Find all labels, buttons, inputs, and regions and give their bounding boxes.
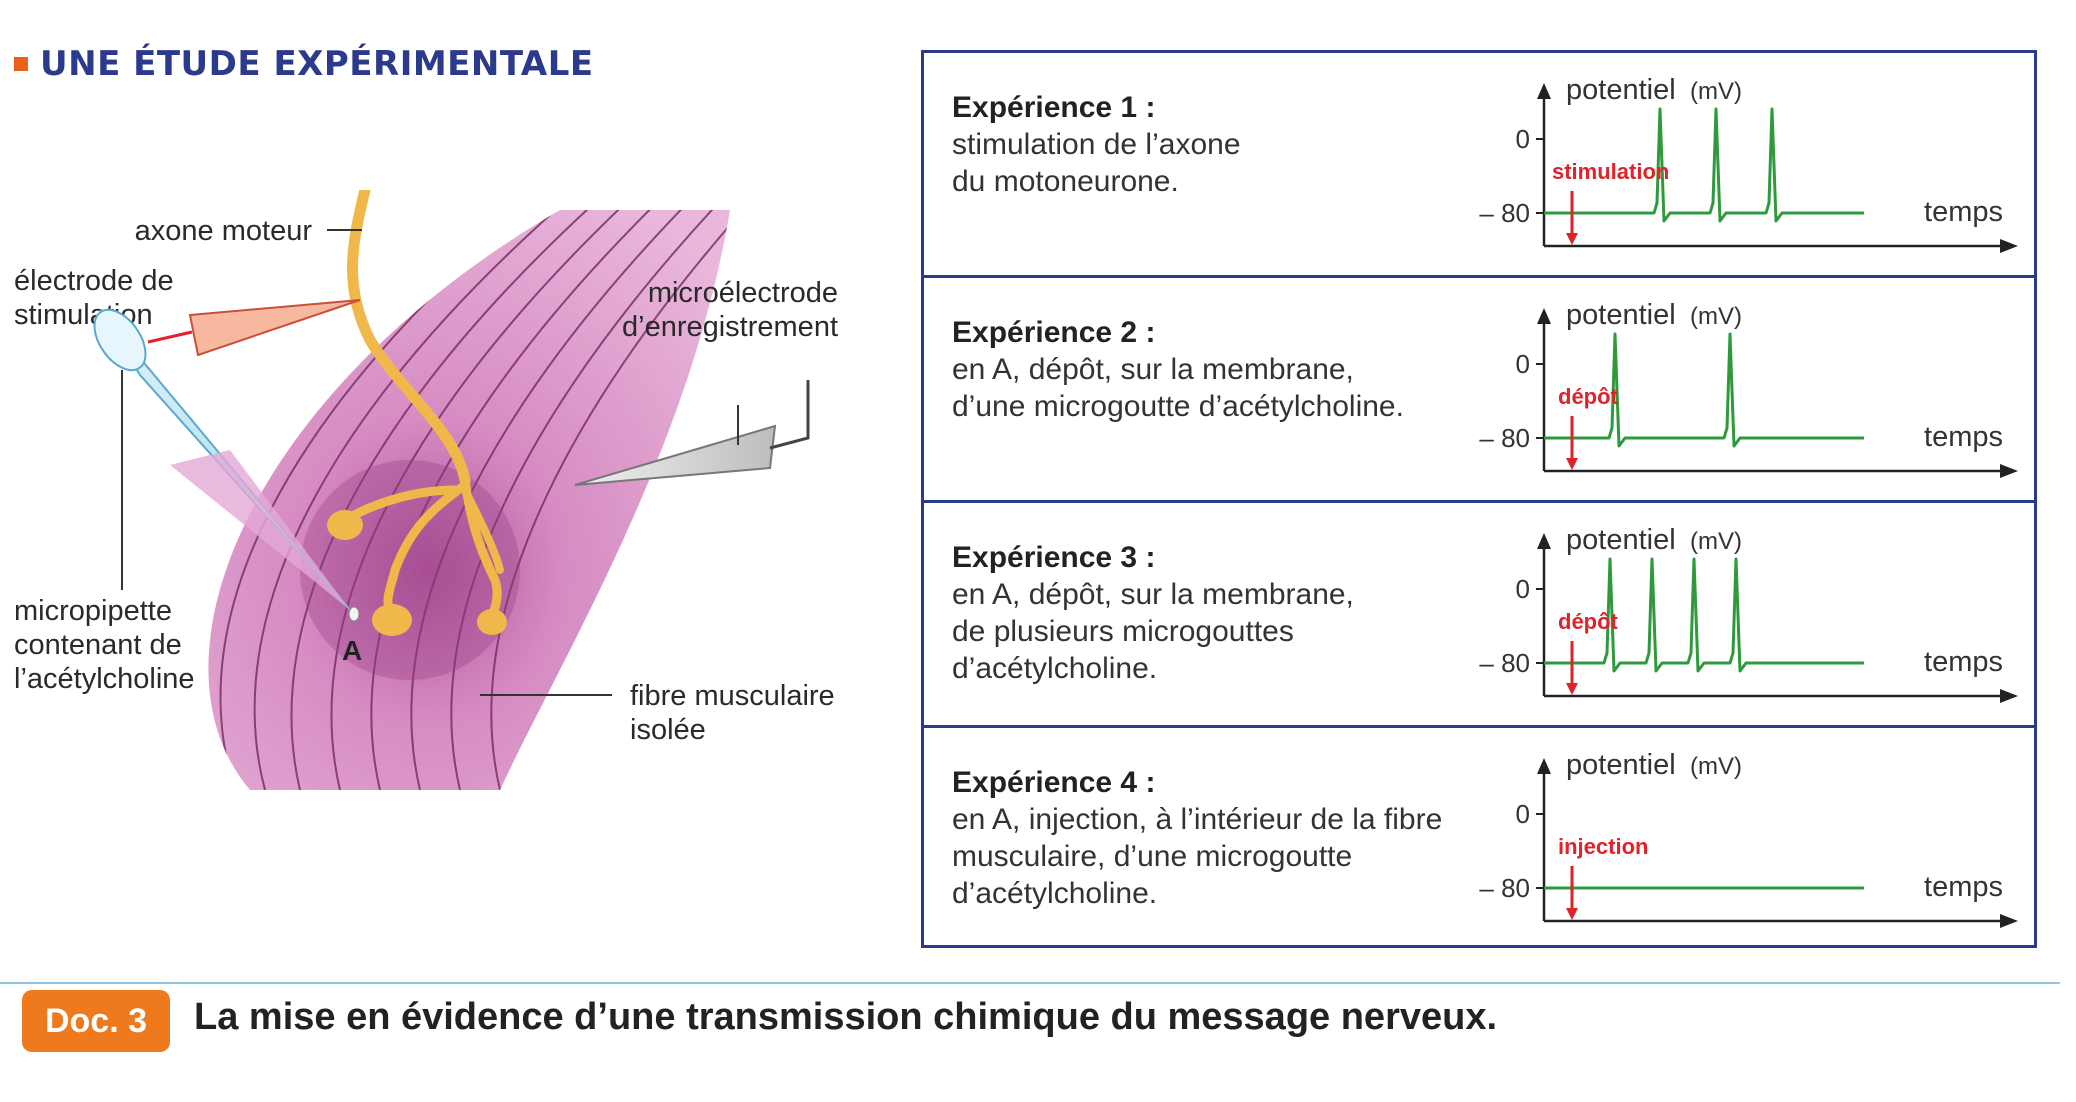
fiber-label-1: fibre musculaire	[630, 680, 835, 712]
experiment-4-line-3: d’acétylcholine.	[952, 877, 1158, 910]
potential-trace	[1544, 107, 1864, 223]
experiment-2-graph: potentiel (mV) temps 0 – 80 dépôt	[1479, 299, 2018, 478]
experiment-4-title: Expérience 4 :	[952, 766, 1156, 799]
potential-trace	[1544, 332, 1864, 448]
y-axis-unit: (mV)	[1690, 528, 1742, 555]
neuromuscular-illustration: axone moteur électrode de stimulation mi…	[14, 190, 838, 790]
experiment-3-line-2: de plusieurs microgouttes	[952, 615, 1294, 648]
experiment-4-line-2: musculaire, d’une microgoutte	[952, 840, 1353, 873]
rec-electrode-label-1: microélectrode	[648, 277, 838, 309]
x-axis-label: temps	[1924, 646, 2003, 678]
y-axis-unit: (mV)	[1690, 753, 1742, 780]
experiment-4: Expérience 4 : en A, injection, à l’inté…	[924, 728, 2034, 953]
rec-electrode-label-2: d’enregistrement	[622, 311, 838, 343]
y-axis-unit: (mV)	[1690, 303, 1742, 330]
experiment-1-graph: potentiel (mV) temps 0 – 80 stimulation	[1479, 74, 2018, 253]
experiment-4-graph: potentiel (mV) temps 0 – 80 injection	[1479, 749, 2018, 928]
experiment-4-line-1: en A, injection, à l’intérieur de la fib…	[952, 803, 1443, 836]
x-axis	[1544, 689, 2018, 703]
x-axis-label: temps	[1924, 196, 2003, 228]
point-a-label: A	[342, 635, 362, 666]
experiment-3-line-3: d’acétylcholine.	[952, 652, 1158, 685]
y-axis-unit: (mV)	[1690, 78, 1742, 105]
experiment-3-graph: potentiel (mV) temps 0 – 80 dépôt	[1479, 524, 2018, 703]
experiment-2-text: Expérience 2 : en A, dépôt, sur la membr…	[952, 314, 1552, 425]
x-axis-label: temps	[1924, 871, 2003, 903]
stimulus-arrowhead	[1566, 683, 1578, 695]
stimulation-electrode	[147, 299, 361, 357]
experiment-3-line-1: en A, dépôt, sur la membrane,	[952, 578, 1354, 611]
stimulus-label: dépôt	[1558, 609, 1619, 634]
y-axis	[1537, 308, 1551, 471]
tick-label-0: 0	[1516, 349, 1530, 379]
experiment-1-line-1: stimulation de l’axone	[952, 128, 1241, 161]
pipette-label-1: micropipette	[14, 595, 172, 627]
x-axis	[1544, 464, 2018, 478]
x-axis	[1544, 914, 2018, 928]
nerve-terminals	[327, 510, 507, 636]
tick-label-minus-80: – 80	[1479, 648, 1530, 678]
pipette-label-2: contenant de	[14, 629, 182, 661]
tick-label-minus-80: – 80	[1479, 423, 1530, 453]
pipette-label-3: l’acétylcholine	[14, 663, 195, 695]
tick-label-minus-80: – 80	[1479, 198, 1530, 228]
caption-divider	[0, 982, 2060, 984]
potential-trace	[1544, 557, 1864, 673]
caption-text: La mise en évidence d’une transmission c…	[194, 996, 1498, 1038]
y-axis	[1537, 83, 1551, 246]
stimulus-label: injection	[1558, 834, 1648, 859]
y-axis-label: potentiel	[1566, 74, 1676, 106]
experiment-3: Expérience 3 : en A, dépôt, sur la membr…	[924, 503, 2034, 728]
x-axis	[1544, 239, 2018, 253]
stim-electrode-label-1: électrode de	[14, 265, 174, 297]
stimulus-arrowhead	[1566, 233, 1578, 245]
fiber-label-2: isolée	[630, 714, 706, 746]
experiment-1-title: Expérience 1 :	[952, 91, 1156, 124]
experiment-1-text: Expérience 1 : stimulation de l’axone du…	[952, 89, 1552, 200]
recording-microelectrode	[574, 380, 810, 486]
y-axis	[1537, 533, 1551, 696]
stimulus-arrowhead	[1566, 458, 1578, 470]
experiment-2-title: Expérience 2 :	[952, 316, 1156, 349]
stimulus-label: dépôt	[1558, 384, 1619, 409]
y-axis-label: potentiel	[1566, 299, 1676, 331]
y-axis-label: potentiel	[1566, 749, 1676, 781]
experiment-1: Expérience 1 : stimulation de l’axone du…	[924, 53, 2034, 278]
experiment-4-text: Expérience 4 : en A, injection, à l’inté…	[952, 764, 1552, 912]
motor-axon	[340, 190, 504, 625]
experiment-2-line-2: d’une microgoutte d’acétylcholine.	[952, 390, 1404, 423]
experiment-2: Expérience 2 : en A, dépôt, sur la membr…	[924, 278, 2034, 503]
bullet-square	[14, 57, 28, 71]
tick-label-0: 0	[1516, 124, 1530, 154]
stimulus-arrowhead	[1566, 908, 1578, 920]
x-axis-label: temps	[1924, 421, 2003, 453]
tick-label-minus-80: – 80	[1479, 873, 1530, 903]
y-axis	[1537, 758, 1551, 921]
tick-label-0: 0	[1516, 574, 1530, 604]
experiment-2-line-1: en A, dépôt, sur la membrane,	[952, 353, 1354, 386]
experiment-3-text: Expérience 3 : en A, dépôt, sur la membr…	[952, 539, 1552, 687]
experiment-1-line-2: du motoneurone.	[952, 165, 1179, 198]
y-axis-label: potentiel	[1566, 524, 1676, 556]
section-title: UNE ÉTUDE EXPÉRIMENTALE	[14, 44, 594, 84]
doc-badge: Doc. 3	[22, 990, 170, 1052]
experiment-3-title: Expérience 3 :	[952, 541, 1156, 574]
tick-label-0: 0	[1516, 799, 1530, 829]
stimulus-label: stimulation	[1552, 159, 1669, 184]
section-title-text: UNE ÉTUDE EXPÉRIMENTALE	[40, 44, 594, 84]
experiments-panel: Expérience 1 : stimulation de l’axone du…	[921, 50, 2037, 948]
axon-label: axone moteur	[135, 215, 313, 247]
micropipette	[93, 308, 360, 622]
